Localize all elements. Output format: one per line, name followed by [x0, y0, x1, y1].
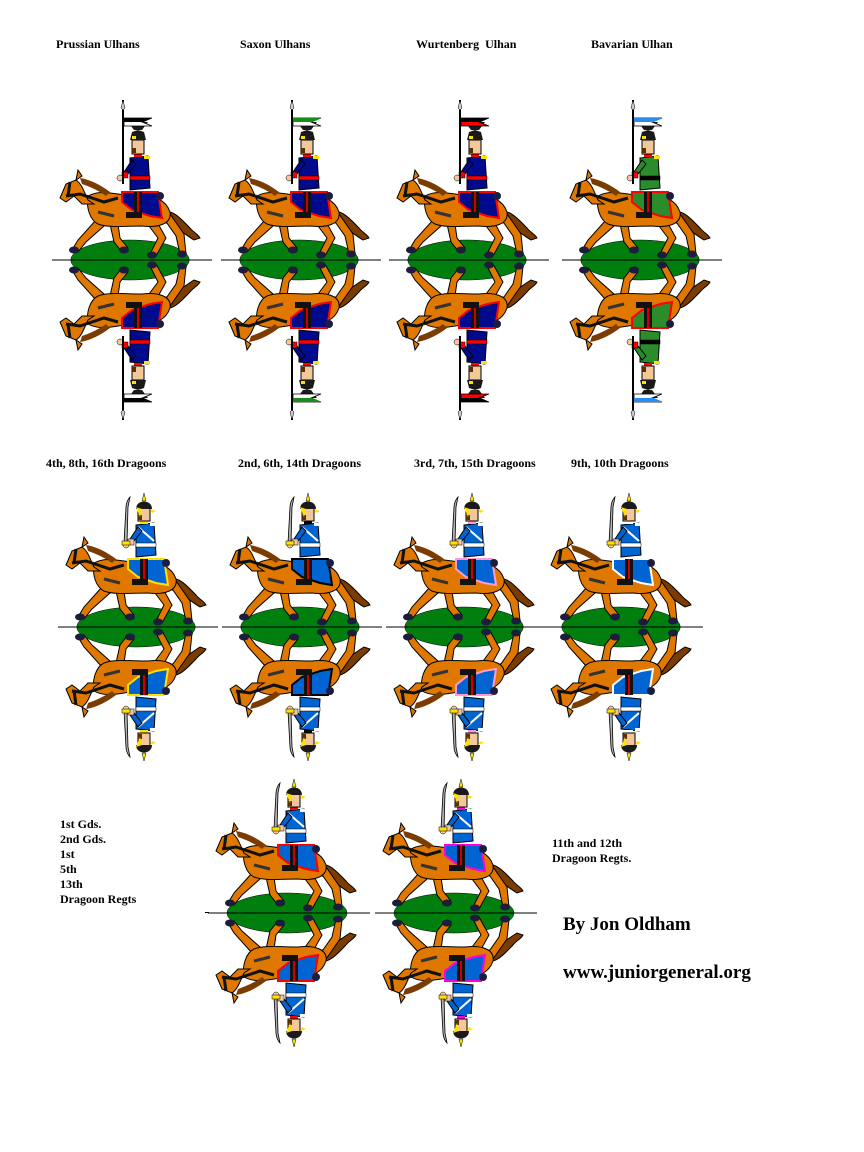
mirrored-horseman	[393, 628, 535, 762]
label-bavarian-ulhan: Bavarian Ulhan	[591, 37, 673, 51]
top-horseman	[228, 99, 370, 259]
mirrored-horseman	[382, 914, 524, 1048]
top-horseman	[215, 778, 357, 912]
figure-wurtenberg-ulhan	[389, 99, 549, 421]
top-horseman	[59, 99, 201, 259]
mirrored-horseman	[550, 628, 692, 762]
top-horseman	[569, 99, 711, 259]
figure-dragoon-4-8-16	[58, 467, 218, 787]
figure-dragoon-9-10	[543, 467, 703, 787]
label-dragoons-11-12: 11th and 12th Dragoon Regts.	[552, 836, 632, 865]
top-horseman	[229, 492, 371, 626]
figure-prussian-ulhan	[52, 99, 212, 421]
top-horseman	[65, 492, 207, 626]
label-prussian-ulhans: Prussian Ulhans	[56, 37, 140, 51]
label-dragoons-4-8-16: 4th, 8th, 16th Dragoons	[46, 456, 167, 470]
figure-bavarian-ulhan	[562, 99, 722, 421]
top-horseman	[396, 99, 538, 259]
mirrored-horseman	[59, 261, 201, 421]
fold-tick	[205, 912, 209, 913]
figure-guard-dragoon-magenta	[375, 753, 537, 1073]
website-credit: www.juniorgeneral.org	[563, 962, 751, 983]
label-saxon-ulhans: Saxon Ulhans	[240, 37, 311, 51]
mirrored-horseman	[65, 628, 207, 762]
figure-dragoon-2-6-14	[222, 467, 382, 787]
top-horseman	[393, 492, 535, 626]
figure-dragoon-3-7-15	[386, 467, 546, 787]
top-horseman	[550, 492, 692, 626]
mirrored-horseman	[215, 914, 357, 1048]
figure-guard-dragoon-red	[208, 753, 370, 1073]
mirrored-horseman	[396, 261, 538, 421]
author-credit: By Jon Oldham	[563, 914, 691, 935]
label-dragoons-2-6-14: 2nd, 6th, 14th Dragoons	[238, 456, 362, 470]
mirrored-horseman	[229, 628, 371, 762]
top-horseman	[382, 778, 524, 912]
mirrored-horseman	[569, 261, 711, 421]
label-dragoons-3-7-15: 3rd, 7th, 15th Dragoons	[414, 456, 536, 470]
label-guard-dragoons: 1st Gds. 2nd Gds. 1st 5th 13th Dragoon R…	[60, 817, 137, 906]
label-wurtenberg-ulhan: Wurtenberg Ulhan	[416, 37, 517, 51]
mirrored-horseman	[228, 261, 370, 421]
label-dragoons-9-10: 9th, 10th Dragoons	[571, 456, 669, 470]
figure-saxon-ulhan	[221, 99, 381, 421]
